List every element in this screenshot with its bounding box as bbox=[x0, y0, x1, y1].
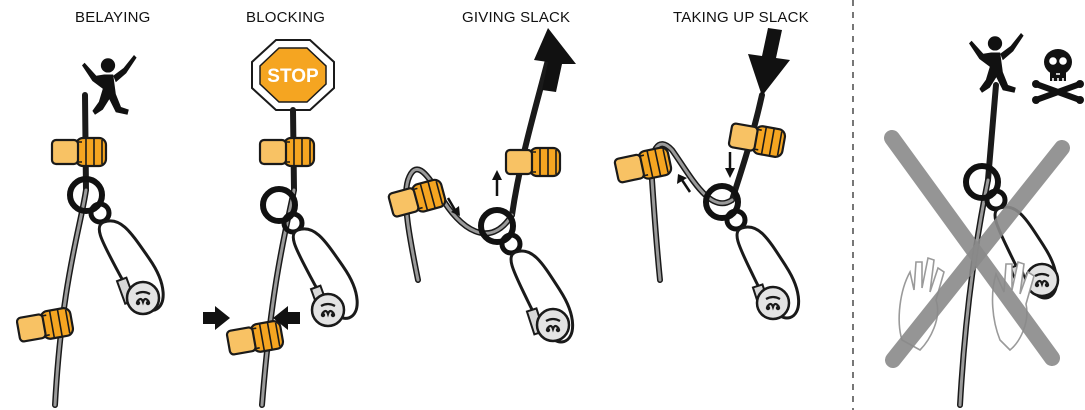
glove-icon bbox=[224, 318, 286, 359]
climber-icon bbox=[82, 55, 137, 115]
caption-belaying: BELAYING bbox=[75, 9, 151, 26]
harness-icon bbox=[755, 285, 791, 321]
harness-icon bbox=[310, 292, 346, 328]
skull-crossbones-icon bbox=[1032, 49, 1084, 104]
glove-icon bbox=[612, 145, 674, 187]
arrow-icon bbox=[534, 28, 576, 92]
rope-brake-side bbox=[52, 187, 89, 408]
glove-icon bbox=[50, 136, 108, 168]
belay-device-icon bbox=[263, 189, 302, 232]
panel-taking-up-slack bbox=[612, 28, 806, 328]
arrow-icon bbox=[273, 306, 300, 330]
arrow-icon bbox=[203, 306, 230, 330]
glove-icon bbox=[386, 177, 448, 221]
arrow-icon bbox=[748, 28, 790, 96]
glove-icon bbox=[14, 305, 76, 346]
arrow-icon bbox=[492, 170, 502, 180]
panel-belaying bbox=[14, 55, 171, 408]
arrow-icon bbox=[725, 168, 735, 178]
panel-blocking: STOP bbox=[203, 39, 365, 408]
harness-icon bbox=[125, 280, 161, 316]
stop-sign-text: STOP bbox=[267, 66, 319, 87]
arrow-icon bbox=[451, 206, 460, 216]
arrow-icon bbox=[677, 174, 687, 184]
caption-giving-slack: GIVING SLACK bbox=[462, 9, 571, 26]
belay-device-icon bbox=[706, 186, 745, 229]
panel-no-hands bbox=[884, 33, 1084, 408]
glove-icon bbox=[258, 136, 316, 168]
harness-icon bbox=[535, 307, 571, 343]
panel-giving-slack bbox=[386, 28, 580, 352]
caption-blocking: BLOCKING bbox=[246, 9, 326, 26]
glove-icon bbox=[504, 146, 562, 178]
belay-device-icon bbox=[70, 179, 109, 222]
cross-out-icon bbox=[884, 130, 1070, 368]
caption-taking-up-slack: TAKING UP SLACK bbox=[673, 9, 809, 26]
